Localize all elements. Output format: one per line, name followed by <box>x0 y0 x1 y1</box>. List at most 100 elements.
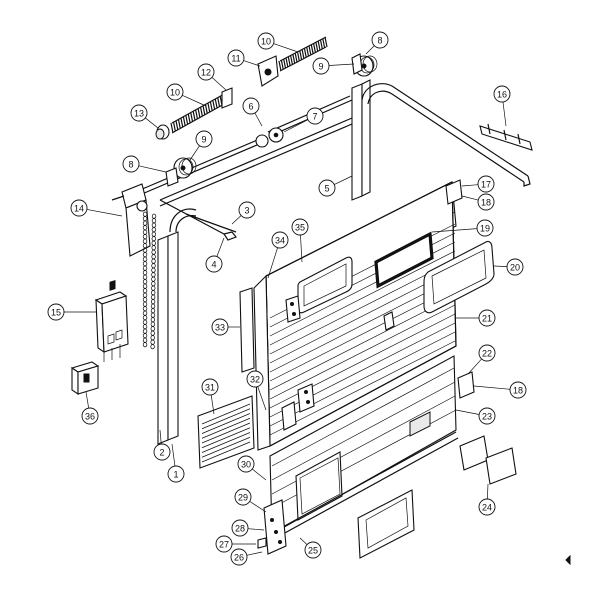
end-bearing-right <box>351 53 363 75</box>
callout-leader <box>502 101 507 127</box>
callout-number: 20 <box>510 263 520 273</box>
spring-cone <box>155 124 170 140</box>
callout-circle <box>70 199 88 217</box>
callout-c33: 33 <box>211 318 240 336</box>
control-box <box>94 279 129 362</box>
callout-leader <box>246 551 263 556</box>
callout-circle <box>478 498 496 516</box>
callout-c23: 23 <box>455 407 496 425</box>
wall-switch <box>70 361 100 396</box>
callout-number: 35 <box>295 223 305 233</box>
callout-number: 5 <box>324 184 329 194</box>
callout-c9a: 9 <box>189 130 213 161</box>
callout-leader <box>249 501 267 513</box>
callout-circle <box>227 49 245 67</box>
callout-number: 26 <box>234 553 244 563</box>
ventilation-grille <box>197 395 255 469</box>
callout-circle <box>478 407 496 425</box>
callout-c16: 16 <box>493 85 511 127</box>
callout-leader <box>431 228 478 233</box>
callout-c11: 11 <box>227 49 261 67</box>
right-vertical-track <box>351 79 371 201</box>
callout-number: 34 <box>275 236 285 246</box>
callout-number: 19 <box>480 224 490 234</box>
callout-c7: 7 <box>283 107 324 133</box>
callout-leader <box>159 429 162 445</box>
top-rail <box>159 117 353 241</box>
callout-circle <box>81 407 99 425</box>
callout-leader <box>328 63 355 66</box>
callout-circle <box>509 381 527 399</box>
callout-circle <box>291 218 309 236</box>
callout-number: 29 <box>238 493 248 503</box>
callout-c20: 20 <box>493 258 524 276</box>
horizontal-track <box>361 83 531 187</box>
callout-leader <box>461 195 479 201</box>
left-vertical-track <box>157 208 197 445</box>
callout-c18b: 18 <box>473 381 527 399</box>
callout-leader <box>189 145 200 161</box>
callout-number: 4 <box>211 260 216 270</box>
callout-number: 18 <box>513 386 523 396</box>
callout-leader <box>365 45 375 55</box>
callout-number: 10 <box>261 37 271 47</box>
corner-mark <box>565 554 571 566</box>
callout-c34: 34 <box>267 231 289 279</box>
callout-number: 22 <box>482 349 492 359</box>
callout-c17: 17 <box>461 175 495 193</box>
callout-circle <box>166 83 184 101</box>
callout-circle <box>153 443 171 461</box>
callout-leader <box>86 209 123 217</box>
panel-groove-line <box>269 304 456 400</box>
callout-circle <box>312 57 330 75</box>
callout-c29: 29 <box>234 488 267 513</box>
callout-leader <box>254 112 263 127</box>
callout-leader <box>486 483 489 500</box>
callout-circle <box>205 255 223 273</box>
callout-circle <box>237 455 255 473</box>
callout-circle <box>304 541 322 559</box>
bottom-seal <box>269 431 459 541</box>
callout-circle <box>306 107 324 125</box>
panel-groove-line <box>269 340 456 436</box>
callout-number: 2 <box>159 448 164 458</box>
callout-leader <box>257 386 267 411</box>
callout-c31: 31 <box>201 378 219 415</box>
callout-c8b: 8 <box>365 31 389 55</box>
bottom-bracket <box>257 499 287 555</box>
end-bearing-left <box>165 167 179 187</box>
callout-c35: 35 <box>291 218 309 263</box>
callout-c5: 5 <box>318 175 353 197</box>
callout-number: 18 <box>481 198 491 208</box>
callout-circle <box>371 31 389 49</box>
callout-leader <box>210 394 215 415</box>
floor-frame <box>357 489 415 559</box>
torsion-spring-right <box>278 36 328 72</box>
callout-circle <box>318 179 336 197</box>
callout-layer: 1234567889910101112131415161718181920212… <box>47 31 527 566</box>
callout-circle <box>195 130 213 148</box>
callout-c30: 30 <box>237 455 267 481</box>
callout-c10b: 10 <box>257 32 299 53</box>
panel-groove-line <box>269 259 456 355</box>
callout-c4: 4 <box>205 237 225 273</box>
callout-number: 12 <box>201 68 211 78</box>
callout-leader <box>455 409 480 415</box>
panel-groove-line <box>269 295 456 391</box>
callout-leader <box>231 215 242 225</box>
callout-c21: 21 <box>456 309 496 327</box>
callout-circle <box>478 309 496 327</box>
callout-leader <box>138 165 167 173</box>
callout-leader <box>252 468 267 481</box>
callout-number: 24 <box>482 503 492 513</box>
callout-circle <box>230 548 248 566</box>
callout-number: 28 <box>235 524 245 534</box>
callout-c13: 13 <box>130 104 159 129</box>
callout-leader <box>283 119 309 133</box>
callout-c32: 32 <box>246 370 267 411</box>
callout-leader <box>211 77 227 91</box>
callout-circle <box>167 465 185 483</box>
callout-leader <box>493 265 508 267</box>
callout-c28: 28 <box>231 519 265 537</box>
callout-leader <box>299 537 308 545</box>
